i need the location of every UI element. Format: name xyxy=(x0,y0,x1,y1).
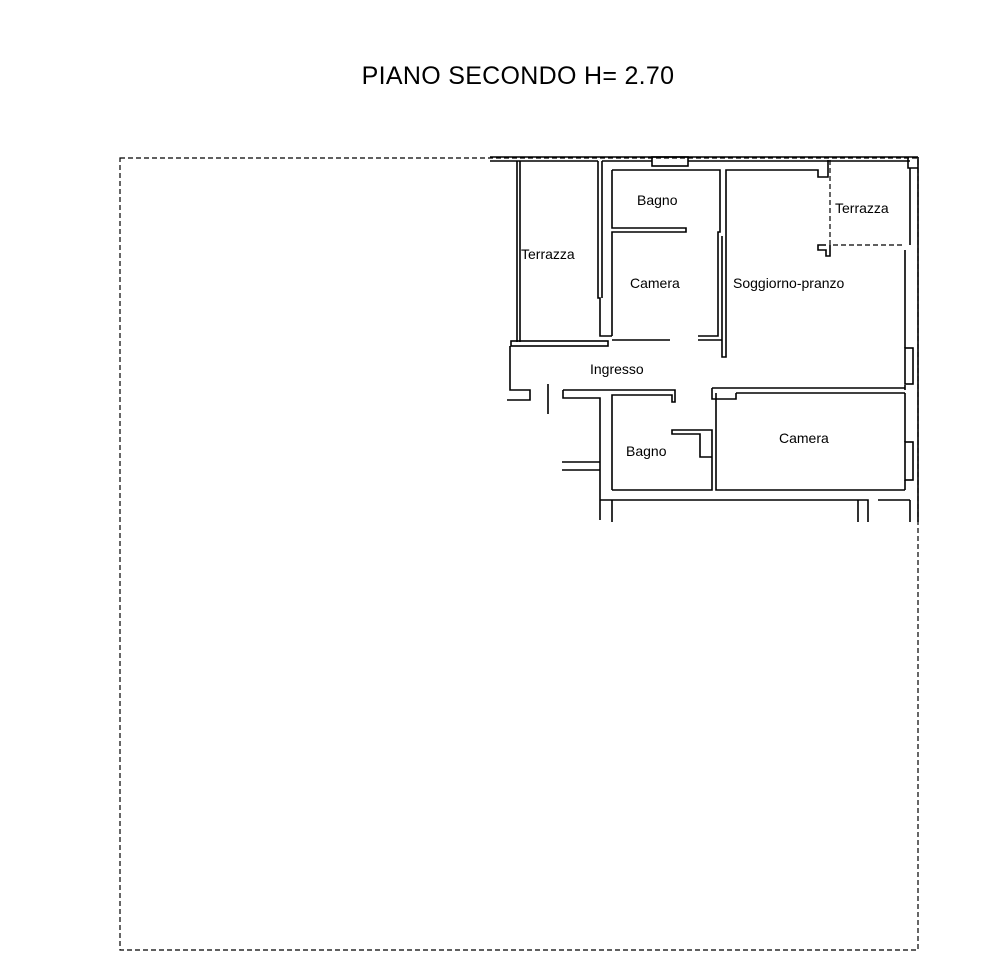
window xyxy=(904,347,914,385)
railing xyxy=(510,340,609,347)
lot-boundary xyxy=(119,157,919,951)
room-label-soggiorno-pranzo: Soggiorno-pranzo xyxy=(733,275,845,291)
room-label-camera-bottom: Camera xyxy=(779,430,829,446)
room-label-bagno-top: Bagno xyxy=(637,192,678,208)
plan-title: PIANO SECONDO H= 2.70 xyxy=(361,62,675,90)
room-label-terrazza-right: Terrazza xyxy=(835,200,889,216)
window xyxy=(651,156,689,167)
walls xyxy=(490,156,919,522)
room-label-bagno-bottom: Bagno xyxy=(626,443,667,459)
room-label-terrazza-left: Terrazza xyxy=(521,246,575,262)
room-label-ingresso: Ingresso xyxy=(590,361,644,377)
window xyxy=(904,441,914,481)
room-label-camera-top: Camera xyxy=(630,275,680,291)
